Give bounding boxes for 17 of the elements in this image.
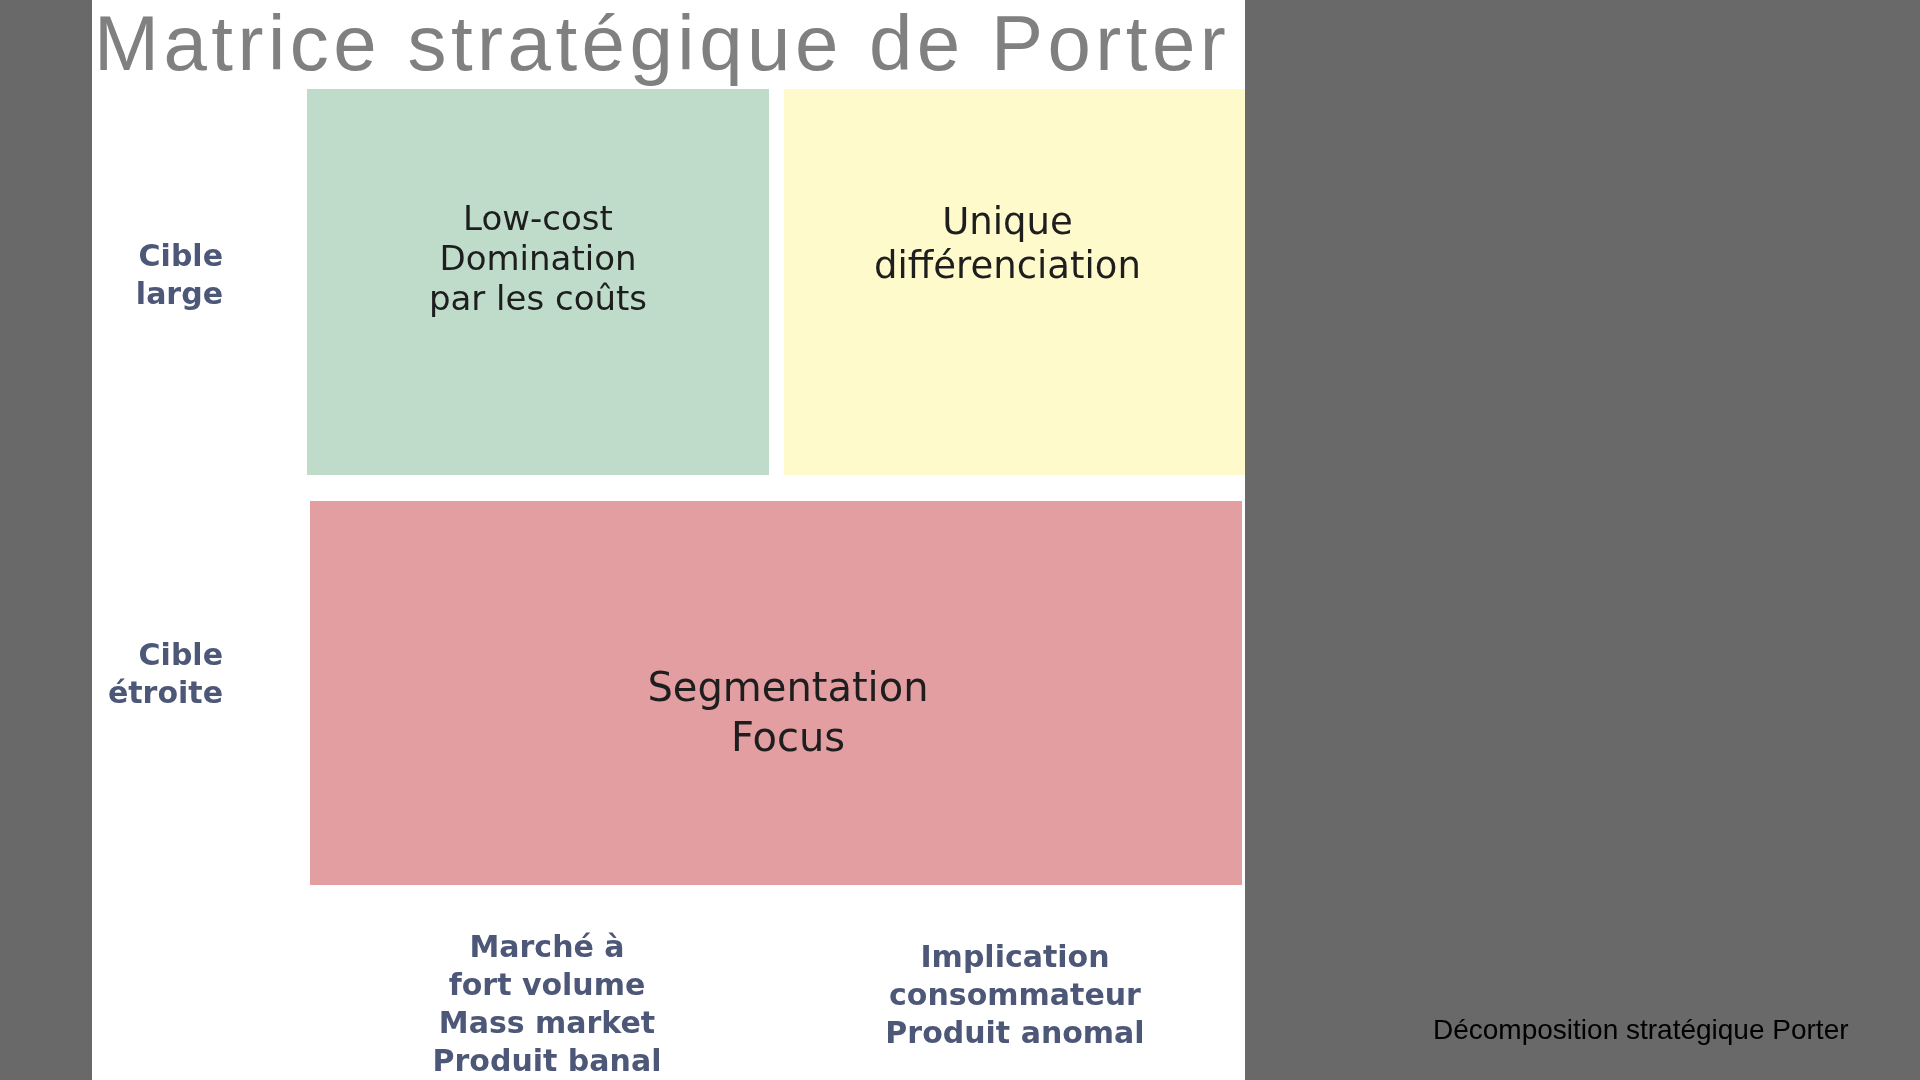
- column-label: Produit anomal: [885, 1014, 1145, 1052]
- quadrant-box: [784, 89, 1245, 475]
- row-label: Cible étroite: [106, 636, 223, 712]
- row-label: Cible large: [134, 237, 223, 313]
- quadrant-label: Segmentation: [647, 663, 929, 712]
- quadrant-box: [310, 501, 1242, 885]
- column-label: Produit banal: [432, 1042, 662, 1080]
- caption: Décomposition stratégique Porter: [1433, 1014, 1849, 1046]
- quadrant-label: Domination par les coûts: [427, 238, 649, 318]
- quadrant-label: Low-cost: [463, 198, 613, 238]
- column-label: Implication consommateur: [888, 938, 1142, 1014]
- quadrant-label: Unique différenciation: [873, 200, 1142, 288]
- quadrant-label: Focus: [730, 713, 846, 762]
- column-label: Marché à fort volume: [447, 928, 647, 1004]
- slide-title: Matrice stratégique de Porter: [94, 0, 1231, 88]
- column-label: Mass market: [438, 1004, 656, 1042]
- quadrant-box: [307, 89, 769, 475]
